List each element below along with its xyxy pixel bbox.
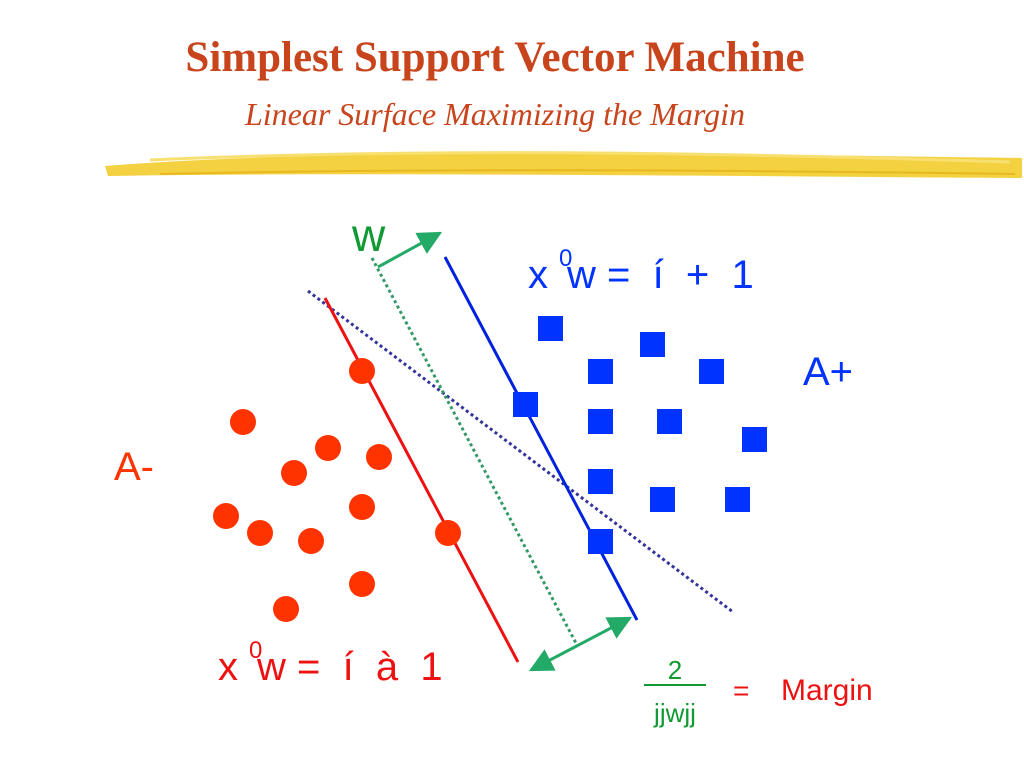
svg-text:x: x bbox=[218, 645, 238, 689]
minus-point bbox=[315, 435, 341, 461]
plus-point bbox=[588, 529, 613, 554]
slide-title: Simplest Support Vector Machine bbox=[185, 34, 805, 81]
plus-point bbox=[588, 469, 613, 494]
minus-point bbox=[366, 444, 392, 470]
minus-point bbox=[213, 503, 239, 529]
margin-word: Margin bbox=[781, 674, 873, 707]
plus-point bbox=[742, 427, 767, 452]
plus-plane-equation: x 0 w = í + 1 bbox=[528, 245, 754, 297]
margin-formula: 2 jjwjj = Margin bbox=[644, 655, 873, 728]
plus-point bbox=[725, 487, 750, 512]
class-plus-label: A+ bbox=[803, 350, 853, 394]
plus-point bbox=[640, 332, 665, 357]
minus-point bbox=[349, 571, 375, 597]
class-minus-label: A- bbox=[114, 445, 154, 489]
margin-arrow bbox=[528, 616, 633, 672]
minus-plane-equation: x 0 w = í à 1 bbox=[218, 637, 443, 689]
margin-equals: = bbox=[733, 675, 749, 706]
svg-text:w = í + 1: w = í + 1 bbox=[566, 253, 754, 297]
plus-point bbox=[513, 392, 538, 417]
minus-point bbox=[298, 528, 324, 554]
bad-separator-line bbox=[307, 289, 734, 614]
class-minus-points bbox=[213, 358, 461, 622]
plus-point bbox=[588, 409, 613, 434]
svg-text:x: x bbox=[528, 253, 548, 297]
minus-bounding-plane bbox=[323, 297, 520, 663]
plus-bounding-plane bbox=[443, 256, 639, 621]
minus-point bbox=[273, 596, 299, 622]
separating-hyperplane bbox=[370, 257, 579, 646]
minus-point bbox=[435, 520, 461, 546]
minus-point bbox=[247, 520, 273, 546]
plus-point bbox=[657, 409, 682, 434]
plus-point bbox=[588, 359, 613, 384]
w-vector-arrow bbox=[377, 231, 443, 269]
slide-subtitle: Linear Surface Maximizing the Margin bbox=[244, 96, 746, 132]
minus-point bbox=[349, 358, 375, 384]
svg-text:0: 0 bbox=[559, 245, 572, 272]
margin-denominator: jjwjj bbox=[653, 698, 696, 728]
svg-text:w = í à 1: w = í à 1 bbox=[256, 645, 443, 689]
minus-point bbox=[230, 409, 256, 435]
plus-point bbox=[538, 316, 563, 341]
minus-point bbox=[349, 494, 375, 520]
svg-text:0: 0 bbox=[249, 637, 262, 664]
plus-point bbox=[699, 359, 724, 384]
class-plus-points bbox=[513, 316, 767, 554]
title-highlight-stroke bbox=[105, 151, 1022, 178]
minus-point bbox=[281, 460, 307, 486]
plus-point bbox=[650, 487, 675, 512]
w-vector-label: w bbox=[351, 209, 386, 261]
margin-numerator: 2 bbox=[668, 655, 682, 685]
